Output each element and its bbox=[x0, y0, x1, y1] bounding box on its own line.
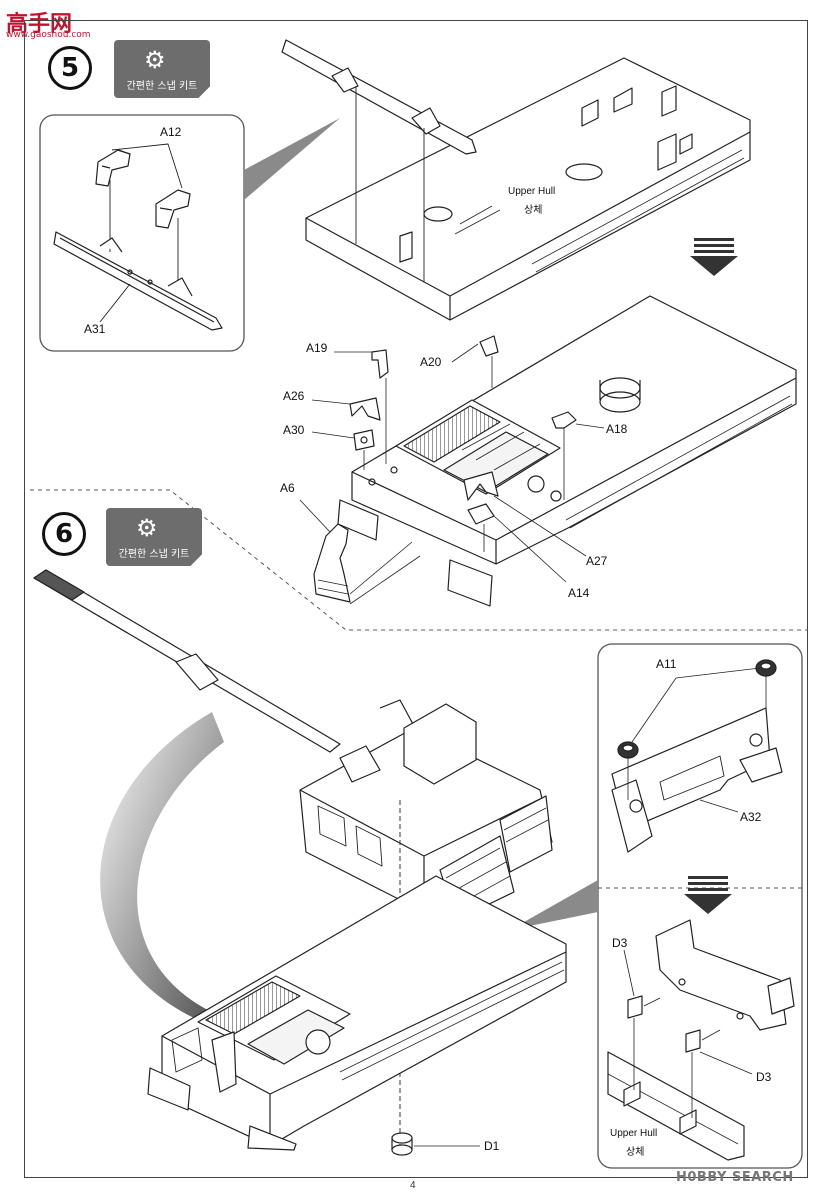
part-a11-left bbox=[617, 741, 639, 759]
label-a20: A20 bbox=[420, 355, 442, 369]
part-a12-right bbox=[155, 189, 191, 229]
step5-detail-box bbox=[39, 114, 245, 352]
step-6-snap-text: 간편한 스냅 키트 bbox=[118, 549, 190, 560]
part-a12-left bbox=[95, 149, 131, 187]
gun-barrel bbox=[33, 569, 341, 753]
label-a26: A26 bbox=[283, 389, 305, 403]
label-a12: A12 bbox=[160, 125, 182, 139]
page-frame bbox=[24, 20, 808, 1178]
step5-callout-wedge bbox=[244, 118, 340, 200]
turret-placement-arrow bbox=[100, 712, 231, 1032]
label-a11: A11 bbox=[656, 657, 677, 671]
part-d3-bottom bbox=[685, 1029, 701, 1053]
hull-assembly-step6 bbox=[147, 875, 567, 1151]
label-a30: A30 bbox=[283, 423, 305, 437]
part-a27 bbox=[463, 471, 499, 501]
label-d3-bottom: D3 bbox=[756, 1070, 772, 1084]
step-6-number: 6 bbox=[42, 512, 86, 556]
step5-down-arrow bbox=[690, 238, 738, 276]
upper-hull-step5 bbox=[305, 57, 751, 321]
hull-assembly-step5 bbox=[337, 295, 797, 607]
turret-assembly bbox=[299, 699, 553, 921]
label-upper-hull-ko: 상체 bbox=[524, 205, 543, 216]
part-a30 bbox=[353, 429, 375, 451]
label-upper-hull-ko-detail: 상체 bbox=[626, 1147, 645, 1158]
step-divider bbox=[30, 489, 808, 631]
step6-callout-wedge bbox=[510, 880, 598, 930]
step6-down-arrow bbox=[684, 876, 732, 914]
watermark-logo: 高手网 bbox=[6, 12, 73, 37]
step-6-snap-badge: ⚙ 간편한 스냅 키트 bbox=[106, 508, 202, 566]
label-a6: A6 bbox=[280, 481, 295, 495]
watermark-url: www.gaoshou.com bbox=[6, 30, 91, 40]
watermark-bottom: H0BBY SEARCH bbox=[676, 1170, 794, 1185]
part-a20 bbox=[479, 335, 499, 357]
step-5-snap-text: 간편한 스냅 키트 bbox=[126, 81, 198, 92]
label-a19: A19 bbox=[306, 341, 328, 355]
page-number: 4 bbox=[410, 1180, 416, 1191]
label-a31: A31 bbox=[84, 322, 106, 336]
part-a18 bbox=[551, 411, 577, 429]
label-a32: A32 bbox=[740, 810, 762, 824]
part-a6-bracket bbox=[313, 523, 351, 603]
part-d3-top bbox=[627, 995, 643, 1019]
step-5-number: 5 bbox=[48, 46, 92, 90]
part-a19 bbox=[371, 349, 389, 379]
label-upper-hull-en-detail: Upper Hull bbox=[610, 1128, 658, 1139]
hull-corner-detail bbox=[607, 1051, 745, 1161]
part-a31-exploded bbox=[281, 39, 477, 155]
part-a26 bbox=[349, 397, 381, 421]
label-d3-top: D3 bbox=[612, 936, 628, 950]
label-d1: D1 bbox=[484, 1139, 500, 1153]
label-a18: A18 bbox=[606, 422, 628, 436]
label-a27: A27 bbox=[586, 554, 608, 568]
label-a14: A14 bbox=[568, 586, 590, 600]
part-d1 bbox=[391, 1132, 413, 1156]
part-a31-rail bbox=[53, 231, 223, 331]
snap-kit-icon: ⚙ bbox=[144, 47, 166, 74]
part-a11-right bbox=[755, 659, 777, 677]
part-bracket-detail bbox=[655, 919, 795, 1031]
snap-kit-icon: ⚙ bbox=[136, 515, 158, 542]
label-upper-hull-en: Upper Hull bbox=[508, 186, 556, 197]
step-5-snap-badge: ⚙ 간편한 스냅 키트 bbox=[114, 40, 210, 98]
